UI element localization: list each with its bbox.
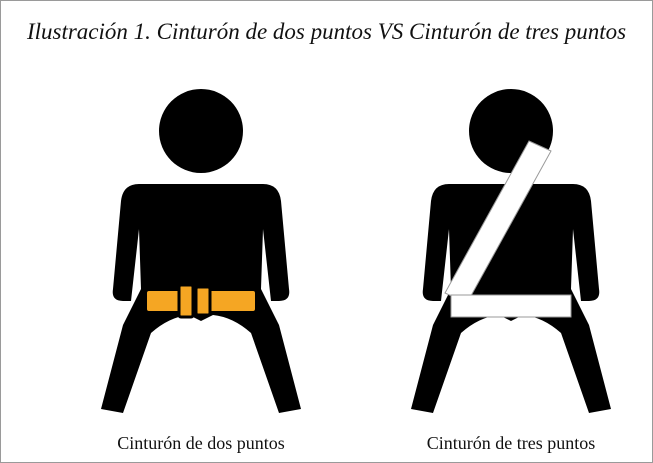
seated-person-shoulder-belt-icon <box>411 89 611 413</box>
belt-buckle-left <box>177 283 195 319</box>
lap-belt-strap-white <box>450 294 572 318</box>
left-caption: Cinturón de dos puntos <box>117 433 285 453</box>
seated-person-lap-belt-icon <box>101 89 301 413</box>
belt-buckle-right <box>194 285 212 317</box>
two-point-belt-illustration <box>101 89 301 424</box>
three-point-belt-illustration <box>411 89 611 424</box>
right-caption: Cinturón de tres puntos <box>426 433 596 453</box>
figure-title: Ilustración 1. Cinturón de dos puntos VS… <box>26 19 627 44</box>
